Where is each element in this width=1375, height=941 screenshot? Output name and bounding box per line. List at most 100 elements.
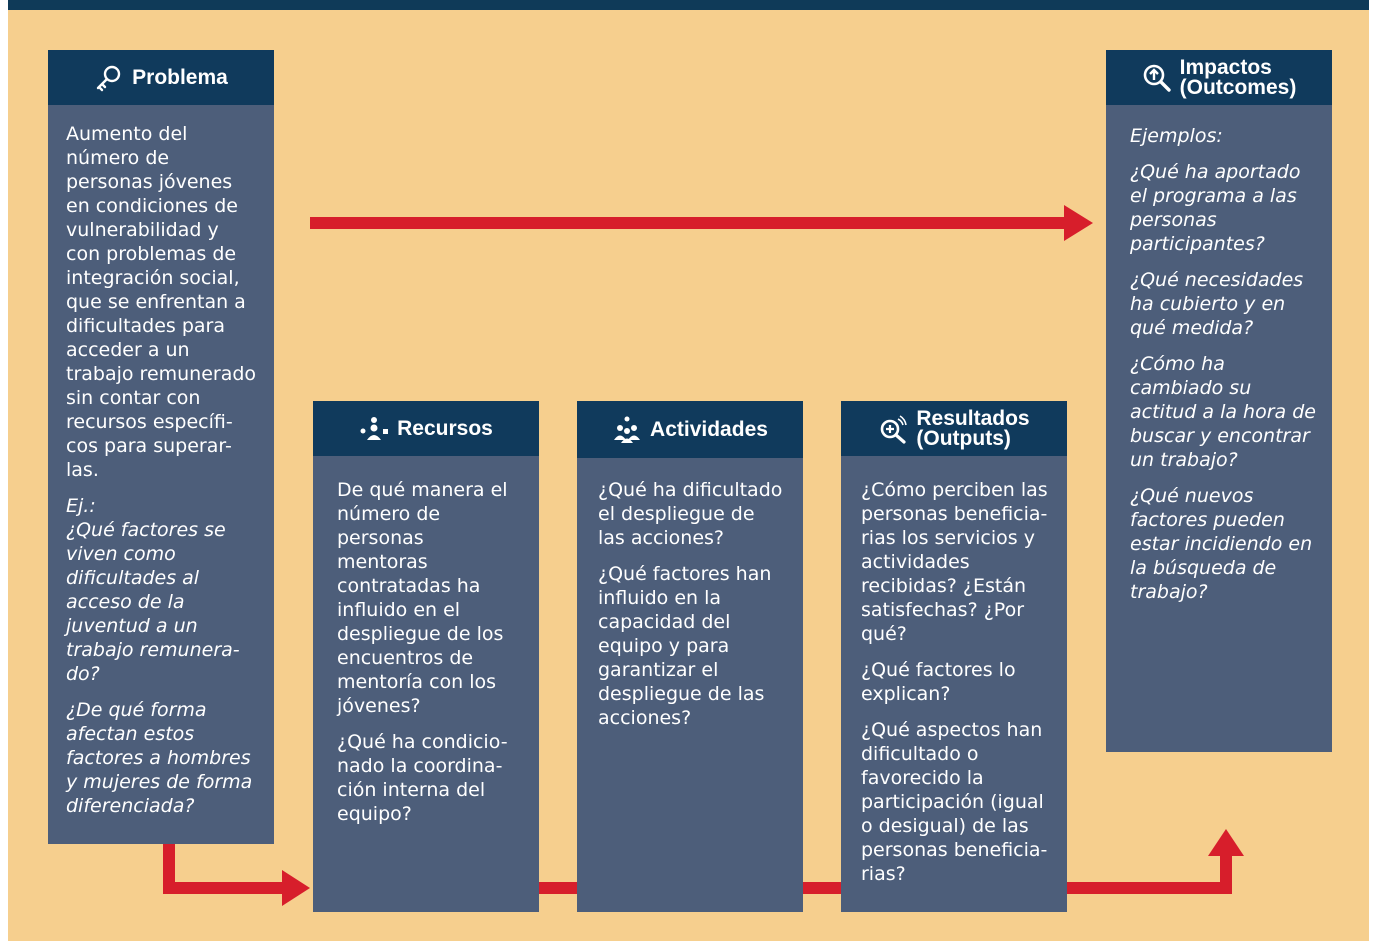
resultados-text-line: rias los servicios y xyxy=(861,527,1035,549)
recursos-text-line: número de xyxy=(337,503,441,525)
problema-text-line: dificultades para xyxy=(66,315,226,337)
impactos-text-line: Ejemplos: xyxy=(1130,125,1223,147)
recursos-text-line: influido en el xyxy=(337,599,461,621)
key-hand-icon xyxy=(94,63,124,93)
connector-actividades-resultados xyxy=(802,882,842,894)
impactos-text-line: ¿Qué nuevos xyxy=(1130,485,1254,507)
problema-text-line: factores a hombres xyxy=(66,747,251,769)
resultados-text-line: recibidas? ¿Están xyxy=(861,575,1026,597)
impactos-text-line: ¿Qué ha aportado xyxy=(1130,161,1301,183)
recursos-text-line: nado la coordina- xyxy=(337,755,503,777)
problema-text-line: acceder a un xyxy=(66,339,190,361)
resultados-text-line: favorecido la xyxy=(861,767,984,789)
problema-text-line: que se enfrentan a xyxy=(66,291,246,313)
arrow-resultados-up-head xyxy=(1208,829,1244,856)
group-idea-icon xyxy=(612,415,642,445)
problema-text-line: acceso de la xyxy=(66,591,185,613)
recursos-text-line: personas xyxy=(337,527,424,549)
actividades-text-line: influido en la xyxy=(598,587,722,609)
recursos-text-line: encuentros de xyxy=(337,647,474,669)
recursos-text-line: equipo? xyxy=(337,803,412,825)
problema-text-line: do? xyxy=(66,663,100,685)
impactos-text-line: qué medida? xyxy=(1130,317,1254,339)
problema-text-line: sin contar con xyxy=(66,387,201,409)
problema-text-line: juventud a un xyxy=(66,615,198,637)
arrow-problema-to-recursos-head xyxy=(282,870,310,906)
arrow-problema-to-recursos-shaft xyxy=(163,882,287,894)
actividades-text-line: garantizar el xyxy=(598,659,719,681)
arrow-problema-down xyxy=(163,842,175,894)
problema-title: Problema xyxy=(132,65,228,89)
impactos-text-line: factores pueden xyxy=(1130,509,1285,531)
actividades-text-line: despliegue de las xyxy=(598,683,765,705)
problema-text-line: Ej.: xyxy=(66,495,96,517)
resultados-text-line: o desigual) de las xyxy=(861,815,1029,837)
impactos-text-line: el programa a las xyxy=(1130,185,1297,207)
recursos-text-line: De qué manera el xyxy=(337,479,508,501)
problema-text-line: las. xyxy=(66,459,99,481)
actividades-text-line: las acciones? xyxy=(598,527,725,549)
impactos-text-line: la búsqueda de xyxy=(1130,557,1277,579)
resultados-text-line: ¿Cómo perciben las xyxy=(861,479,1048,501)
actividades-text-line: equipo y para xyxy=(598,635,730,657)
impactos-text-line: estar incidiendo en xyxy=(1130,533,1313,555)
impactos-box: Impactos(Outcomes) Ejemplos: ¿Qué ha apor… xyxy=(1106,50,1332,752)
recursos-paragraph: ¿Qué ha condicio-nado la coordina-ción i… xyxy=(337,730,533,826)
resultados-header: Resultados(Outputs) xyxy=(841,401,1067,456)
top-bar xyxy=(8,0,1369,10)
actividades-text-line: acciones? xyxy=(598,707,692,729)
resultados-text-line: satisfechas? ¿Por xyxy=(861,599,1025,621)
resultados-text-line: ¿Qué aspectos han xyxy=(861,719,1043,741)
impactos-text-line: un trabajo? xyxy=(1130,449,1238,471)
problema-text-line: viven como xyxy=(66,543,176,565)
actividades-text-line: ¿Qué ha dificultado xyxy=(598,479,783,501)
problema-text-line: recursos específi- xyxy=(66,411,233,433)
connector-recursos-actividades xyxy=(538,882,578,894)
impactos-text-line: buscar y encontrar xyxy=(1130,425,1310,447)
impactos-text-line: ¿Qué necesidades xyxy=(1130,269,1304,291)
recursos-title: Recursos xyxy=(397,416,493,440)
problema-text-line: cos para superar- xyxy=(66,435,232,457)
resultados-text-line: qué? xyxy=(861,623,907,645)
arrow-problema-to-impactos-head xyxy=(1064,205,1093,241)
impactos-text-line: actitud a la hora de xyxy=(1130,401,1316,423)
resultados-title-line: (Outputs) xyxy=(916,426,1011,450)
problema-text-line: afectan estos xyxy=(66,723,195,745)
actividades-title: Actividades xyxy=(650,419,768,440)
actividades-text-line: el despliegue de xyxy=(598,503,755,525)
impactos-text-line: trabajo? xyxy=(1130,581,1208,603)
problema-text-line: ¿Qué factores se xyxy=(66,519,226,541)
problema-title-line: Problema xyxy=(132,65,228,89)
problema-text-line: número de xyxy=(66,147,170,169)
recursos-text-line: jóvenes? xyxy=(337,695,421,717)
arrow-resultados-to-impactos-shaft xyxy=(1066,882,1232,894)
recursos-text-line: despliegue de los xyxy=(337,623,504,645)
actividades-text-line: capacidad del xyxy=(598,611,731,633)
recursos-title-line: Recursos xyxy=(397,416,493,440)
actividades-header: Actividades xyxy=(577,401,803,458)
resultados-text-line: personas beneficia- xyxy=(861,503,1048,525)
resultados-text-line: participación (igual xyxy=(861,791,1044,813)
actividades-text-line: ¿Qué factores han xyxy=(598,563,772,585)
problema-header: Problema xyxy=(48,50,274,105)
problema-text-line: personas jóvenes xyxy=(66,171,233,193)
impactos-text-line: ha cubierto y en xyxy=(1130,293,1286,315)
arrow-resultados-up-shaft xyxy=(1220,850,1232,894)
impactos-title: Impactos(Outcomes) xyxy=(1179,55,1297,98)
person-resources-icon xyxy=(359,414,389,444)
resultados-title: Resultados(Outputs) xyxy=(916,408,1029,450)
impactos-title-line: Impactos xyxy=(1179,55,1272,79)
impactos-text-line: participantes? xyxy=(1130,233,1265,255)
